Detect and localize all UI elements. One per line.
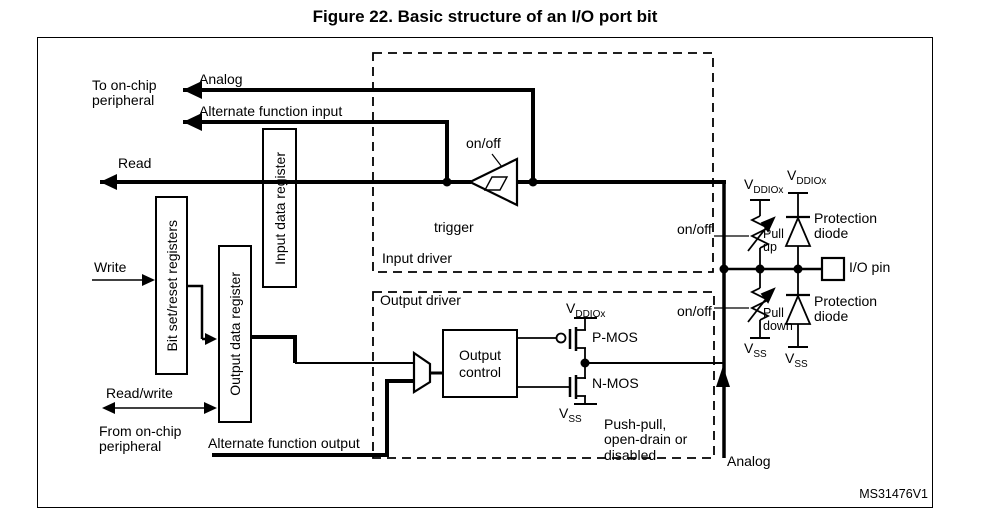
vss-diode-label: VSS bbox=[785, 351, 808, 370]
mux-icon bbox=[412, 350, 432, 394]
vss-pull-down-label: VSS bbox=[744, 341, 767, 360]
pull-down-resistor-icon bbox=[747, 269, 776, 339]
protection-diode-bottom-label: Protection diode bbox=[814, 293, 878, 325]
vss-sub: SS bbox=[568, 413, 582, 425]
junction-dot bbox=[528, 177, 538, 187]
junction-dot bbox=[580, 358, 590, 368]
vss-sub: SS bbox=[794, 358, 808, 370]
write-label: Write bbox=[94, 259, 127, 275]
vddiox-diode-label: VDDIOx bbox=[787, 168, 826, 187]
bit-set-reset-registers-box: Bit set/reset registers bbox=[155, 196, 188, 375]
write-arrow bbox=[142, 274, 155, 286]
read-write-label: Read/write bbox=[106, 385, 173, 401]
input-driver-box bbox=[372, 52, 714, 273]
junction-dot bbox=[719, 264, 729, 274]
figure-code: MS31476V1 bbox=[859, 487, 928, 501]
v-base: V bbox=[559, 405, 569, 421]
protection-diode-top-icon bbox=[784, 192, 812, 269]
arrowheads bbox=[100, 81, 730, 414]
pmos-icon bbox=[555, 317, 597, 364]
output-data-register-box: Output data register bbox=[218, 245, 252, 423]
nmos-label: N-MOS bbox=[592, 375, 639, 391]
output-data-register-label: Output data register bbox=[227, 272, 243, 396]
analog-left-arrow bbox=[183, 81, 202, 99]
analog-input-line bbox=[183, 88, 535, 182]
input-data-register-box: Input data register bbox=[262, 128, 297, 288]
from-on-chip-label: From on-chip peripheral bbox=[99, 423, 182, 455]
pull-down-onoff-label: on/off bbox=[677, 303, 712, 319]
v-base: V bbox=[787, 167, 797, 183]
protection-diode-top-label: Protection diode bbox=[814, 210, 878, 242]
vddiox-sub: DDIOx bbox=[753, 184, 784, 196]
pull-up-resistor-icon bbox=[747, 199, 776, 269]
output-control-label: Output control bbox=[458, 346, 502, 380]
alt-fn-input-arrow bbox=[183, 113, 202, 131]
junction-dots bbox=[442, 177, 803, 368]
output-driver-box bbox=[372, 291, 715, 459]
io-pin-pad bbox=[820, 256, 846, 282]
alternate-function-input-line bbox=[183, 120, 449, 182]
analog-top-label: Analog bbox=[199, 71, 243, 87]
schmitt-trigger-icon bbox=[467, 157, 519, 207]
analog-up-arrow bbox=[716, 366, 730, 387]
read-write-left-arrow bbox=[102, 402, 115, 414]
v-base: V bbox=[785, 350, 795, 366]
pull-down-label: Pull down bbox=[763, 306, 793, 333]
analog-bottom-label: Analog bbox=[727, 453, 771, 469]
pull-up-onoff-label: on/off bbox=[677, 221, 712, 237]
vddiox-pull-up-label: VDDIOx bbox=[744, 177, 783, 196]
junction-dot bbox=[793, 264, 803, 274]
to-on-chip-label: To on-chip peripheral bbox=[92, 77, 157, 109]
alt-fn-output-label: Alternate function output bbox=[208, 435, 360, 451]
bsrr-to-odr-arrow bbox=[205, 333, 217, 345]
v-base: V bbox=[744, 176, 754, 192]
bit-set-reset-registers-label: Bit set/reset registers bbox=[163, 219, 180, 352]
read-label: Read bbox=[118, 155, 152, 171]
trigger-onoff-pointer bbox=[491, 153, 503, 168]
junction-dot bbox=[755, 264, 765, 274]
read-write-right-arrow bbox=[204, 402, 217, 414]
trigger-label: trigger bbox=[434, 219, 474, 235]
v-base: V bbox=[566, 300, 576, 316]
vddiox-sub: DDIOx bbox=[575, 308, 606, 320]
push-pull-note: Push-pull, open-drain or disabled bbox=[604, 416, 688, 463]
vddiox-sub: DDIOx bbox=[796, 175, 827, 187]
input-data-register-label: Input data register bbox=[271, 151, 288, 265]
read-arrow bbox=[100, 174, 117, 190]
vss-sub: SS bbox=[753, 348, 767, 360]
figure-title: Figure 22. Basic structure of an I/O por… bbox=[312, 7, 658, 26]
io-pin-label: I/O pin bbox=[849, 259, 891, 275]
protection-diode-bottom-icon bbox=[784, 269, 812, 348]
alt-fn-input-label: Alternate function input bbox=[199, 103, 343, 119]
nmos-icon bbox=[568, 363, 597, 405]
output-register-line bbox=[252, 335, 297, 363]
alternate-function-output-line bbox=[212, 379, 414, 457]
bsrr-to-odr-line bbox=[188, 284, 206, 341]
junction-dot bbox=[442, 177, 452, 187]
v-base: V bbox=[744, 340, 754, 356]
pmos-label: P-MOS bbox=[592, 329, 638, 345]
output-driver-label: Output driver bbox=[380, 292, 461, 308]
vddiox-pmos-label: VDDIOx bbox=[566, 301, 605, 320]
trigger-onoff-label: on/off bbox=[466, 135, 501, 151]
output-control-box: Output control bbox=[442, 329, 518, 398]
input-driver-label: Input driver bbox=[382, 250, 453, 266]
pull-up-label: Pull up bbox=[763, 227, 784, 254]
vss-nmos-label: VSS bbox=[559, 406, 582, 425]
figure-frame bbox=[37, 37, 933, 508]
